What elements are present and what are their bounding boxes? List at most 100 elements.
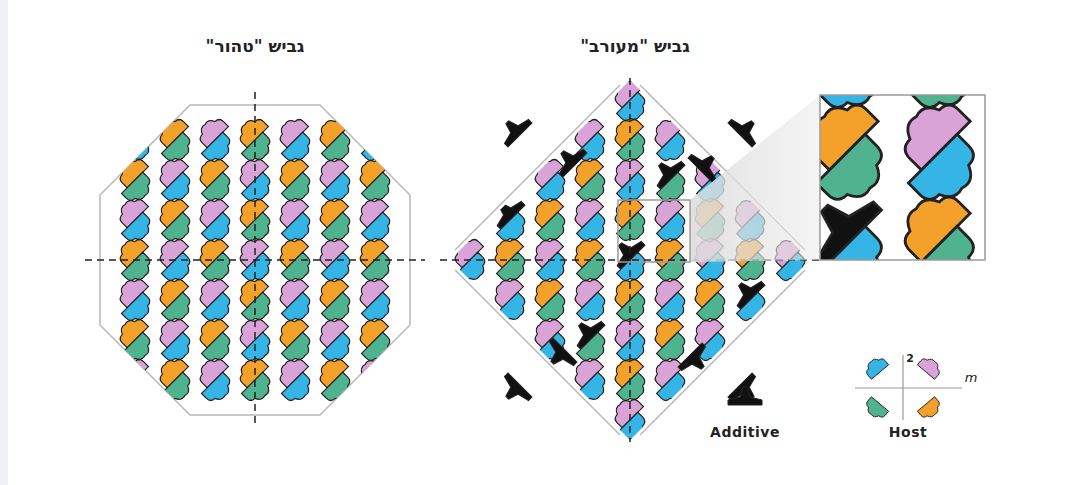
host-half bbox=[122, 372, 156, 406]
host-half bbox=[354, 114, 388, 148]
host-molecule bbox=[349, 114, 402, 167]
host-molecule bbox=[149, 274, 202, 327]
host-molecule bbox=[149, 354, 202, 407]
crystal-outline bbox=[455, 85, 620, 250]
host-molecule bbox=[269, 194, 322, 247]
host-molecule bbox=[684, 274, 737, 327]
host-half bbox=[577, 372, 611, 406]
host-molecule bbox=[349, 194, 402, 247]
axis-label: m bbox=[965, 370, 978, 385]
host-symbol bbox=[862, 354, 888, 379]
host-half bbox=[322, 372, 356, 406]
mirror-axis bbox=[85, 259, 425, 261]
host-molecule bbox=[149, 194, 202, 247]
host-molecule bbox=[269, 114, 322, 167]
host-half bbox=[497, 292, 531, 326]
host-molecule bbox=[149, 314, 202, 367]
crystal-outline bbox=[455, 270, 620, 435]
host-half bbox=[737, 292, 771, 326]
host-molecule bbox=[524, 274, 577, 327]
host-half bbox=[362, 332, 396, 366]
inset-view bbox=[820, 95, 985, 260]
additive-molecule bbox=[495, 373, 532, 410]
additive-molecule bbox=[540, 338, 577, 375]
host-symbol bbox=[862, 397, 888, 422]
additive-molecule bbox=[550, 140, 587, 177]
additive-symbol bbox=[728, 387, 762, 405]
host-half bbox=[242, 372, 276, 406]
host-molecule bbox=[484, 192, 538, 246]
host-molecule bbox=[109, 194, 162, 247]
host-molecule bbox=[149, 154, 202, 207]
host-molecule bbox=[109, 314, 162, 367]
host-half bbox=[114, 114, 148, 148]
crystal-outline bbox=[640, 270, 805, 435]
host-half bbox=[354, 354, 388, 388]
host-molecule bbox=[309, 354, 362, 407]
host-molecule bbox=[349, 274, 402, 327]
host-molecule bbox=[309, 114, 362, 167]
host-half bbox=[617, 412, 651, 446]
pure-crystal bbox=[85, 92, 425, 428]
host-molecule bbox=[269, 314, 322, 367]
host-molecule bbox=[309, 194, 362, 247]
host-half bbox=[617, 212, 651, 246]
host-molecule bbox=[189, 194, 242, 247]
host-molecule bbox=[189, 154, 242, 207]
host-molecule bbox=[109, 354, 162, 407]
host-molecule bbox=[189, 354, 242, 407]
additive-molecule bbox=[728, 373, 765, 410]
panel-title: גביש "טהור" bbox=[206, 36, 305, 56]
host-half bbox=[162, 372, 196, 406]
host-molecule bbox=[564, 274, 617, 327]
host-molecule bbox=[109, 274, 162, 327]
host-molecule bbox=[644, 274, 697, 327]
host-half bbox=[202, 372, 236, 406]
host-half bbox=[577, 292, 611, 326]
additive-molecule bbox=[495, 110, 532, 147]
host-molecule bbox=[269, 274, 322, 327]
zoom-inset bbox=[418, 0, 1065, 485]
mixed-crystal bbox=[440, 74, 820, 447]
host-half bbox=[657, 372, 691, 406]
host-molecule bbox=[189, 114, 242, 167]
host-molecule bbox=[724, 272, 778, 326]
host-molecule bbox=[564, 194, 617, 247]
host-symbol bbox=[917, 354, 943, 379]
host-symbol bbox=[917, 397, 943, 422]
additive-molecule bbox=[728, 110, 765, 147]
host-molecule bbox=[149, 114, 202, 167]
inset-lattice bbox=[820, 95, 985, 260]
legend-label: Host bbox=[889, 424, 927, 440]
legend-label: Additive bbox=[710, 424, 780, 440]
host-half bbox=[457, 252, 491, 286]
host-molecule bbox=[309, 274, 362, 327]
host-molecule bbox=[349, 154, 402, 207]
legend-symbols bbox=[728, 354, 962, 422]
additive-molecule bbox=[678, 343, 715, 380]
zoom-region bbox=[618, 200, 690, 262]
host-molecule bbox=[484, 274, 537, 327]
mirror-axis bbox=[629, 78, 631, 442]
host-molecule bbox=[644, 194, 697, 247]
host-half bbox=[362, 372, 396, 406]
host-molecule bbox=[349, 354, 402, 407]
host-molecule bbox=[309, 154, 362, 207]
host-molecule bbox=[524, 194, 577, 247]
host-half bbox=[657, 132, 691, 166]
inset-frame bbox=[820, 95, 985, 260]
host-molecule bbox=[309, 314, 362, 367]
host-molecule bbox=[269, 154, 322, 207]
host-molecule bbox=[349, 314, 402, 367]
host-half bbox=[362, 132, 396, 166]
host-half bbox=[114, 354, 148, 388]
axis-label: 2 bbox=[906, 352, 914, 365]
host-molecule bbox=[269, 354, 322, 407]
host-molecule bbox=[109, 114, 162, 167]
host-half bbox=[282, 372, 316, 406]
zoom-wedge bbox=[690, 95, 820, 262]
mirror-line bbox=[855, 387, 962, 388]
host-molecule bbox=[189, 314, 242, 367]
